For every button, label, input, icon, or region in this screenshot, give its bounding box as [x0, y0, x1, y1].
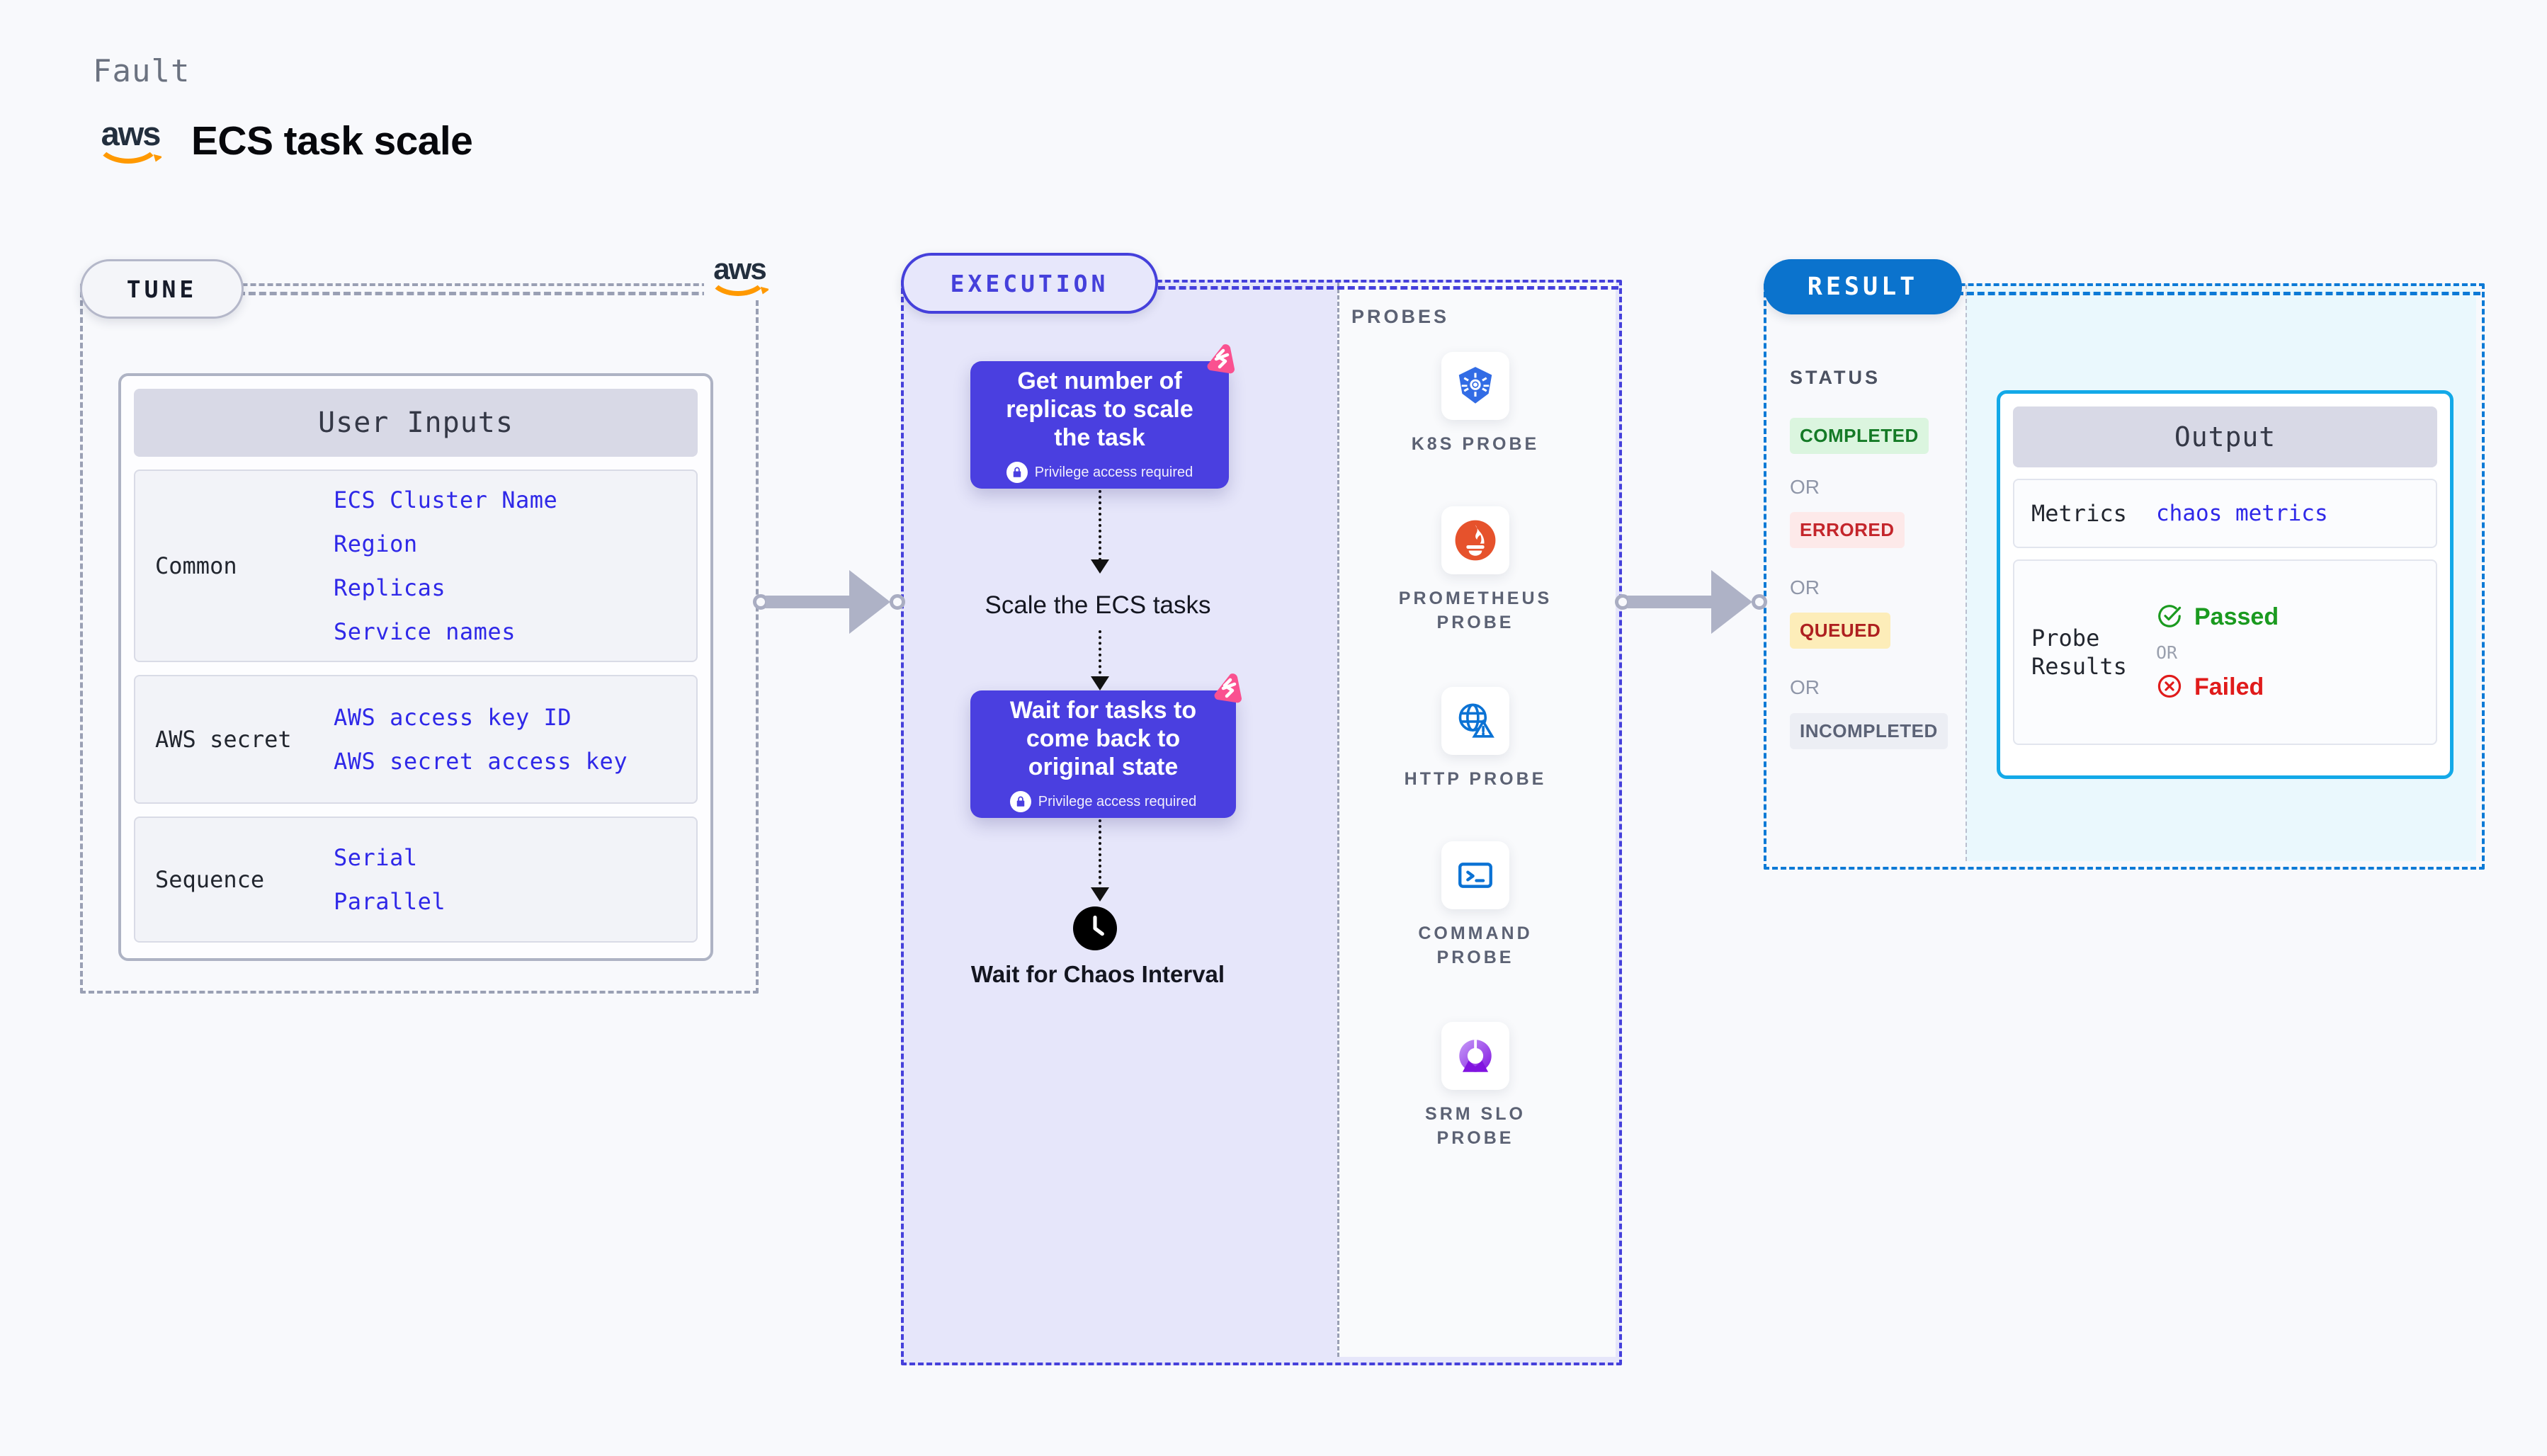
- probe-item-srm-slo[interactable]: SRM SLO PROBE: [1383, 1022, 1567, 1151]
- or-separator: OR: [2156, 642, 2178, 663]
- flow-connector: [1099, 819, 1101, 890]
- tune-to-execution-arrow: [753, 559, 905, 644]
- page-title: ECS task scale: [191, 118, 473, 164]
- privilege-notice: Privilege access required: [1006, 462, 1193, 484]
- probe-failed-label: Failed: [2194, 673, 2264, 700]
- lock-icon: [1006, 462, 1028, 484]
- execution-pill[interactable]: EXECUTION: [901, 253, 1158, 314]
- output-probe-results-label: Probe Results: [2031, 625, 2127, 680]
- aws-logo-icon: aws: [704, 254, 775, 299]
- probes-panel: [1337, 283, 1616, 1357]
- flow-arrowhead: [1091, 676, 1109, 690]
- input-group-values: AWS access key ID AWS secret access key: [334, 683, 696, 796]
- status-badge-completed: COMPLETED: [1790, 418, 1929, 454]
- prometheus-icon: [1441, 506, 1509, 574]
- probe-label: SRM SLO PROBE: [1425, 1104, 1526, 1148]
- privilege-text: Privilege access required: [1034, 464, 1193, 480]
- harness-ribbon-icon: [1209, 673, 1243, 704]
- flow-arrowhead: [1091, 887, 1109, 902]
- execution-node-wait-original-state[interactable]: Wait for tasks to come back to original …: [970, 690, 1236, 818]
- probe-result-values: Passed OR Failed: [2156, 587, 2436, 718]
- user-inputs-card: User Inputs Common ECS Cluster Name Regi…: [118, 373, 713, 961]
- check-circle-icon: [2156, 603, 2183, 632]
- status-badge-incompleted: INCOMPLETED: [1790, 713, 1948, 749]
- probe-item-k8s[interactable]: K8S PROBE: [1383, 352, 1567, 457]
- clock-icon: [1073, 906, 1117, 950]
- user-inputs-title: User Inputs: [134, 389, 698, 457]
- or-separator: OR: [1790, 676, 1820, 698]
- srm-slo-icon: [1441, 1022, 1509, 1090]
- probe-result-passed: Passed: [2156, 603, 2436, 632]
- tune-pill[interactable]: TUNE: [80, 259, 244, 319]
- tune-connector-line: [238, 292, 762, 295]
- execution-connector-line: [1147, 286, 1618, 290]
- privilege-notice: Privilege access required: [1009, 791, 1197, 813]
- result-section: [1764, 283, 2485, 870]
- probes-title: PROBES: [1351, 306, 1450, 327]
- or-separator: OR: [1790, 576, 1820, 598]
- input-value[interactable]: Replicas: [334, 574, 446, 601]
- lock-icon: [1009, 791, 1031, 813]
- result-connector-line: [1956, 292, 2480, 295]
- input-group-label: Sequence: [155, 866, 265, 893]
- probe-item-http[interactable]: HTTP PROBE: [1383, 687, 1567, 792]
- probe-result-failed: Failed: [2156, 673, 2436, 703]
- input-value[interactable]: Parallel: [334, 888, 446, 915]
- probe-label: K8S PROBE: [1411, 434, 1540, 454]
- flow-arrowhead: [1091, 559, 1109, 574]
- input-group-sequence: Sequence Serial Parallel: [134, 817, 698, 943]
- status-badge-errored: ERRORED: [1790, 512, 1905, 548]
- kubernetes-icon: [1441, 352, 1509, 420]
- execution-step-label: Scale the ECS tasks: [985, 591, 1211, 619]
- x-circle-icon: [2156, 673, 2183, 703]
- input-group-values: Serial Parallel: [334, 823, 696, 936]
- http-globe-icon: [1441, 687, 1509, 755]
- output-metrics-value[interactable]: chaos metrics: [2156, 501, 2328, 526]
- probe-passed-label: Passed: [2194, 603, 2279, 630]
- input-value[interactable]: ECS Cluster Name: [334, 487, 558, 513]
- input-value[interactable]: AWS access key ID: [334, 704, 572, 731]
- result-pill[interactable]: RESULT: [1764, 259, 1962, 314]
- privilege-text: Privilege access required: [1038, 793, 1197, 809]
- execution-node-title: Wait for tasks to come back to original …: [1009, 696, 1197, 781]
- result-column-divider: [1965, 285, 1967, 861]
- probe-label: PROMETHEUS PROBE: [1398, 588, 1553, 632]
- output-row-metrics: Metrics chaos metrics: [2013, 479, 2437, 548]
- harness-ribbon-icon: [1202, 343, 1236, 375]
- tune-section: [80, 283, 759, 994]
- probe-label: HTTP PROBE: [1404, 769, 1547, 789]
- input-value[interactable]: AWS secret access key: [334, 748, 628, 775]
- status-title: STATUS: [1790, 367, 1881, 388]
- probe-item-command[interactable]: COMMAND PROBE: [1383, 841, 1567, 970]
- input-group-values: ECS Cluster Name Region Replicas Service…: [334, 465, 696, 666]
- input-group-aws-secret: AWS secret AWS access key ID AWS secret …: [134, 675, 698, 804]
- execution-node-get-replicas[interactable]: Get number of replicas to scale the task…: [970, 361, 1229, 489]
- input-value[interactable]: Service names: [334, 618, 516, 645]
- output-row-probe-results: Probe Results Passed OR: [2013, 559, 2437, 745]
- flow-connector: [1099, 490, 1101, 561]
- input-group-label: AWS secret: [155, 726, 292, 753]
- execution-to-result-arrow: [1615, 559, 1767, 644]
- input-group-common: Common ECS Cluster Name Region Replicas …: [134, 470, 698, 662]
- aws-logo-icon: aws: [91, 117, 170, 164]
- fault-kicker: Fault: [93, 53, 191, 89]
- input-group-label: Common: [155, 552, 237, 579]
- or-separator: OR: [1790, 476, 1820, 498]
- execution-node-title: Get number of replicas to scale the task: [1006, 367, 1193, 452]
- output-title: Output: [2013, 406, 2437, 467]
- output-metrics-label: Metrics: [2031, 500, 2127, 527]
- page-title-row: aws ECS task scale: [91, 117, 473, 164]
- terminal-icon: [1441, 841, 1509, 909]
- input-value[interactable]: Region: [334, 530, 418, 557]
- input-value[interactable]: Serial: [334, 844, 418, 871]
- probe-item-prometheus[interactable]: PROMETHEUS PROBE: [1383, 506, 1567, 635]
- wait-for-chaos-interval-label: Wait for Chaos Interval: [970, 961, 1225, 987]
- output-card: Output Metrics chaos metrics Probe Resul…: [1997, 390, 2454, 779]
- probe-label: COMMAND PROBE: [1418, 923, 1533, 967]
- flow-connector: [1099, 630, 1101, 686]
- status-badge-queued: QUEUED: [1790, 613, 1891, 649]
